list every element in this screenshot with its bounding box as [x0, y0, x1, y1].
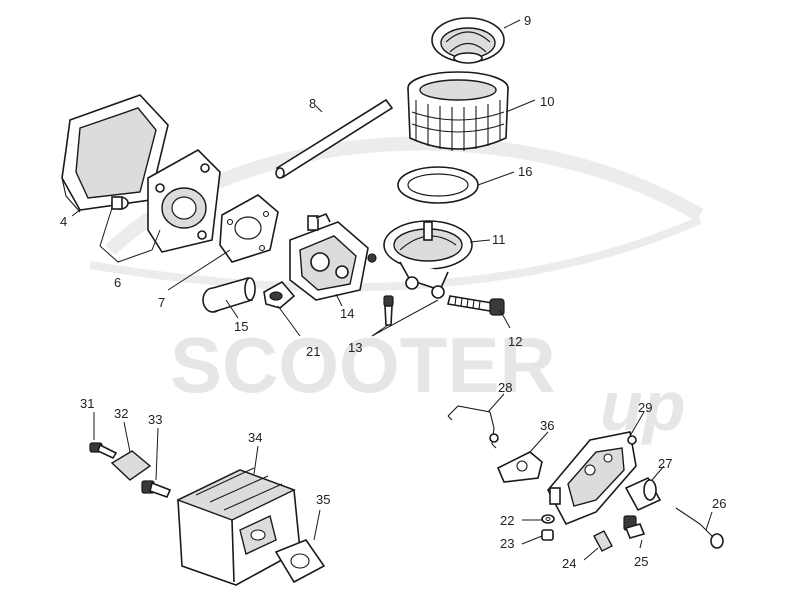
callout-15: 15 [234, 319, 248, 334]
callout-12: 12 [508, 334, 522, 349]
part-7-gasket[interactable] [219, 194, 279, 263]
callout-6: 6 [114, 275, 121, 290]
part-27-sleeve[interactable] [624, 476, 662, 512]
part-29-mounting-bracket[interactable] [547, 431, 637, 526]
callout-13: 13 [348, 340, 362, 355]
callout-25: 25 [634, 554, 648, 569]
part-12-screw[interactable] [447, 295, 505, 316]
part-8-rod[interactable] [275, 98, 394, 179]
callout-10: 10 [540, 94, 554, 109]
part-31-screw[interactable] [89, 442, 118, 460]
part-9-filter-cover[interactable] [431, 17, 505, 64]
part-33-bolt[interactable] [141, 480, 172, 499]
part-16-seal-ring[interactable] [397, 166, 479, 204]
part-11-filter-base[interactable] [383, 220, 473, 299]
part-25-sensor[interactable] [623, 515, 646, 539]
part-28-wire-bracket[interactable] [447, 405, 499, 449]
callout-21: 21 [306, 344, 320, 359]
watermark: SCOOTER up [89, 136, 704, 445]
callout-22: 22 [500, 513, 514, 528]
callout-31: 31 [80, 396, 94, 411]
part-14-carburetor[interactable] [289, 212, 377, 301]
part-35-gasket[interactable] [274, 539, 326, 584]
part-24-pad[interactable] [593, 530, 613, 552]
callout-4: 4 [60, 214, 67, 229]
part-32-plate[interactable] [110, 450, 152, 481]
callout-9: 9 [524, 13, 531, 28]
callout-7: 7 [158, 295, 165, 310]
part-10-air-filter[interactable] [407, 71, 509, 151]
callout-33: 33 [148, 412, 162, 427]
part-21-connector[interactable] [263, 280, 296, 309]
callout-32: 32 [114, 406, 128, 421]
callout-24: 24 [562, 556, 576, 571]
callout-28: 28 [498, 380, 512, 395]
watermark-brand: SCOOTER [170, 321, 556, 409]
part-26-pin[interactable] [675, 507, 724, 549]
callout-26: 26 [712, 496, 726, 511]
callout-23: 23 [500, 536, 514, 551]
part-13-screw[interactable] [383, 295, 394, 326]
part-23-nut[interactable] [541, 529, 554, 541]
part-15-intake-tube[interactable] [202, 276, 256, 313]
callout-16: 16 [518, 164, 532, 179]
callout-27: 27 [658, 456, 672, 471]
callout-11: 11 [492, 232, 506, 247]
part-22-washer[interactable] [541, 514, 555, 524]
callout-36: 36 [540, 418, 554, 433]
callout-29: 29 [638, 400, 652, 415]
leader-lines [71, 19, 713, 561]
part-6-bracket[interactable] [147, 149, 221, 253]
part-6-grommet[interactable] [111, 196, 129, 210]
part-36-clip[interactable] [496, 451, 543, 483]
callout-labels: 9 10 8 16 11 4 6 7 15 14 21 13 12 31 32 … [60, 13, 726, 571]
callout-34: 34 [248, 430, 262, 445]
part-34-muffler[interactable] [176, 467, 301, 586]
callout-35: 35 [316, 492, 330, 507]
callout-8: 8 [309, 96, 316, 111]
callout-14: 14 [340, 306, 354, 321]
watermark-script: up [600, 367, 686, 445]
